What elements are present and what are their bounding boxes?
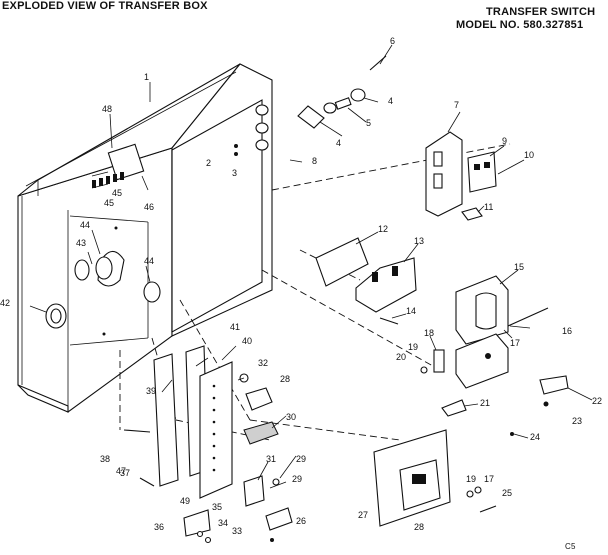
callout-42: 41	[230, 322, 240, 332]
callout-20: 20	[396, 352, 406, 362]
switch-plate-assembly	[425, 131, 497, 221]
callout-30: 29	[296, 454, 306, 464]
callout-12: 12	[378, 224, 388, 234]
callout-43: 42	[0, 298, 10, 308]
callout-29a: 28	[280, 374, 290, 384]
callout-6: 6	[390, 36, 395, 46]
callout-15: 15	[514, 262, 524, 272]
callout-16: 16	[562, 326, 572, 336]
callout-9: 9	[502, 136, 507, 146]
product-name: TRANSFER SWITCH	[486, 6, 596, 18]
callout-38: 37	[120, 468, 130, 478]
callout-29b: 29	[292, 474, 302, 484]
callout-23: 23	[572, 416, 582, 426]
callout-18: 18	[424, 328, 434, 338]
callout-17b: 17	[484, 474, 494, 484]
callout-40: 39	[146, 386, 156, 396]
transfer-box-housing	[17, 63, 273, 413]
terminal-block-assembly	[315, 237, 417, 325]
corner-code: C5	[565, 542, 576, 551]
callout-4a: 4	[336, 138, 341, 148]
callout-3: 3	[232, 168, 237, 178]
callout-31: 30	[286, 412, 296, 422]
callout-35: 34	[218, 518, 228, 528]
model-number: MODEL NO. 580.327851	[456, 19, 584, 31]
callout-13: 13	[414, 236, 424, 246]
callout-37: 36	[154, 522, 164, 532]
callout-1: 1	[144, 72, 149, 82]
callout-5: 5	[366, 118, 371, 128]
callout-27: 27	[358, 510, 368, 520]
callout-34: 33	[232, 526, 242, 536]
transformer-bracket-assembly	[373, 429, 497, 527]
callout-21: 21	[480, 398, 490, 408]
callout-8: 8	[312, 156, 317, 166]
callout-17a: 17	[510, 338, 520, 348]
terminal-strip-parts	[123, 345, 293, 544]
callout-19b: 19	[466, 474, 476, 484]
callout-2: 2	[206, 158, 211, 168]
callout-45a: 44	[80, 220, 90, 230]
callout-46: 45	[104, 198, 114, 208]
callout-44a: 43	[76, 238, 86, 248]
callout-14: 14	[406, 306, 416, 316]
callout-25: 25	[502, 488, 512, 498]
callout-32: 31	[266, 454, 276, 464]
callout-41: 40	[242, 336, 252, 346]
callout-26: 26	[296, 516, 306, 526]
callout-28: 28	[414, 522, 424, 532]
callout-19a: 19	[408, 342, 418, 352]
callout-39: 38	[100, 454, 110, 464]
callout-labels: 1 2 3 4 4 5 6 7 8 9 10 11 12 13 14 15 16…	[0, 36, 602, 536]
callout-10: 10	[524, 150, 534, 160]
pilot-light-assembly	[297, 55, 387, 129]
callout-22: 22	[592, 396, 602, 406]
callout-48: 47	[116, 466, 126, 476]
callout-4b: 4	[388, 96, 393, 106]
callout-24: 24	[530, 432, 540, 442]
callout-44b: 44	[144, 256, 154, 266]
diagram-title: EXPLODED VIEW OF TRANSFER BOX	[2, 0, 208, 12]
callout-45b: 45	[112, 188, 122, 198]
callout-50: 49	[180, 496, 190, 506]
callout-11: 11	[484, 202, 493, 212]
callout-leaders	[29, 44, 593, 489]
callout-49: 48	[102, 104, 112, 114]
callout-36: 35	[212, 502, 222, 512]
callout-47: 46	[144, 202, 154, 212]
callout-33: 32	[258, 358, 268, 368]
relay-assembly	[420, 275, 569, 436]
callout-7: 7	[454, 100, 459, 110]
